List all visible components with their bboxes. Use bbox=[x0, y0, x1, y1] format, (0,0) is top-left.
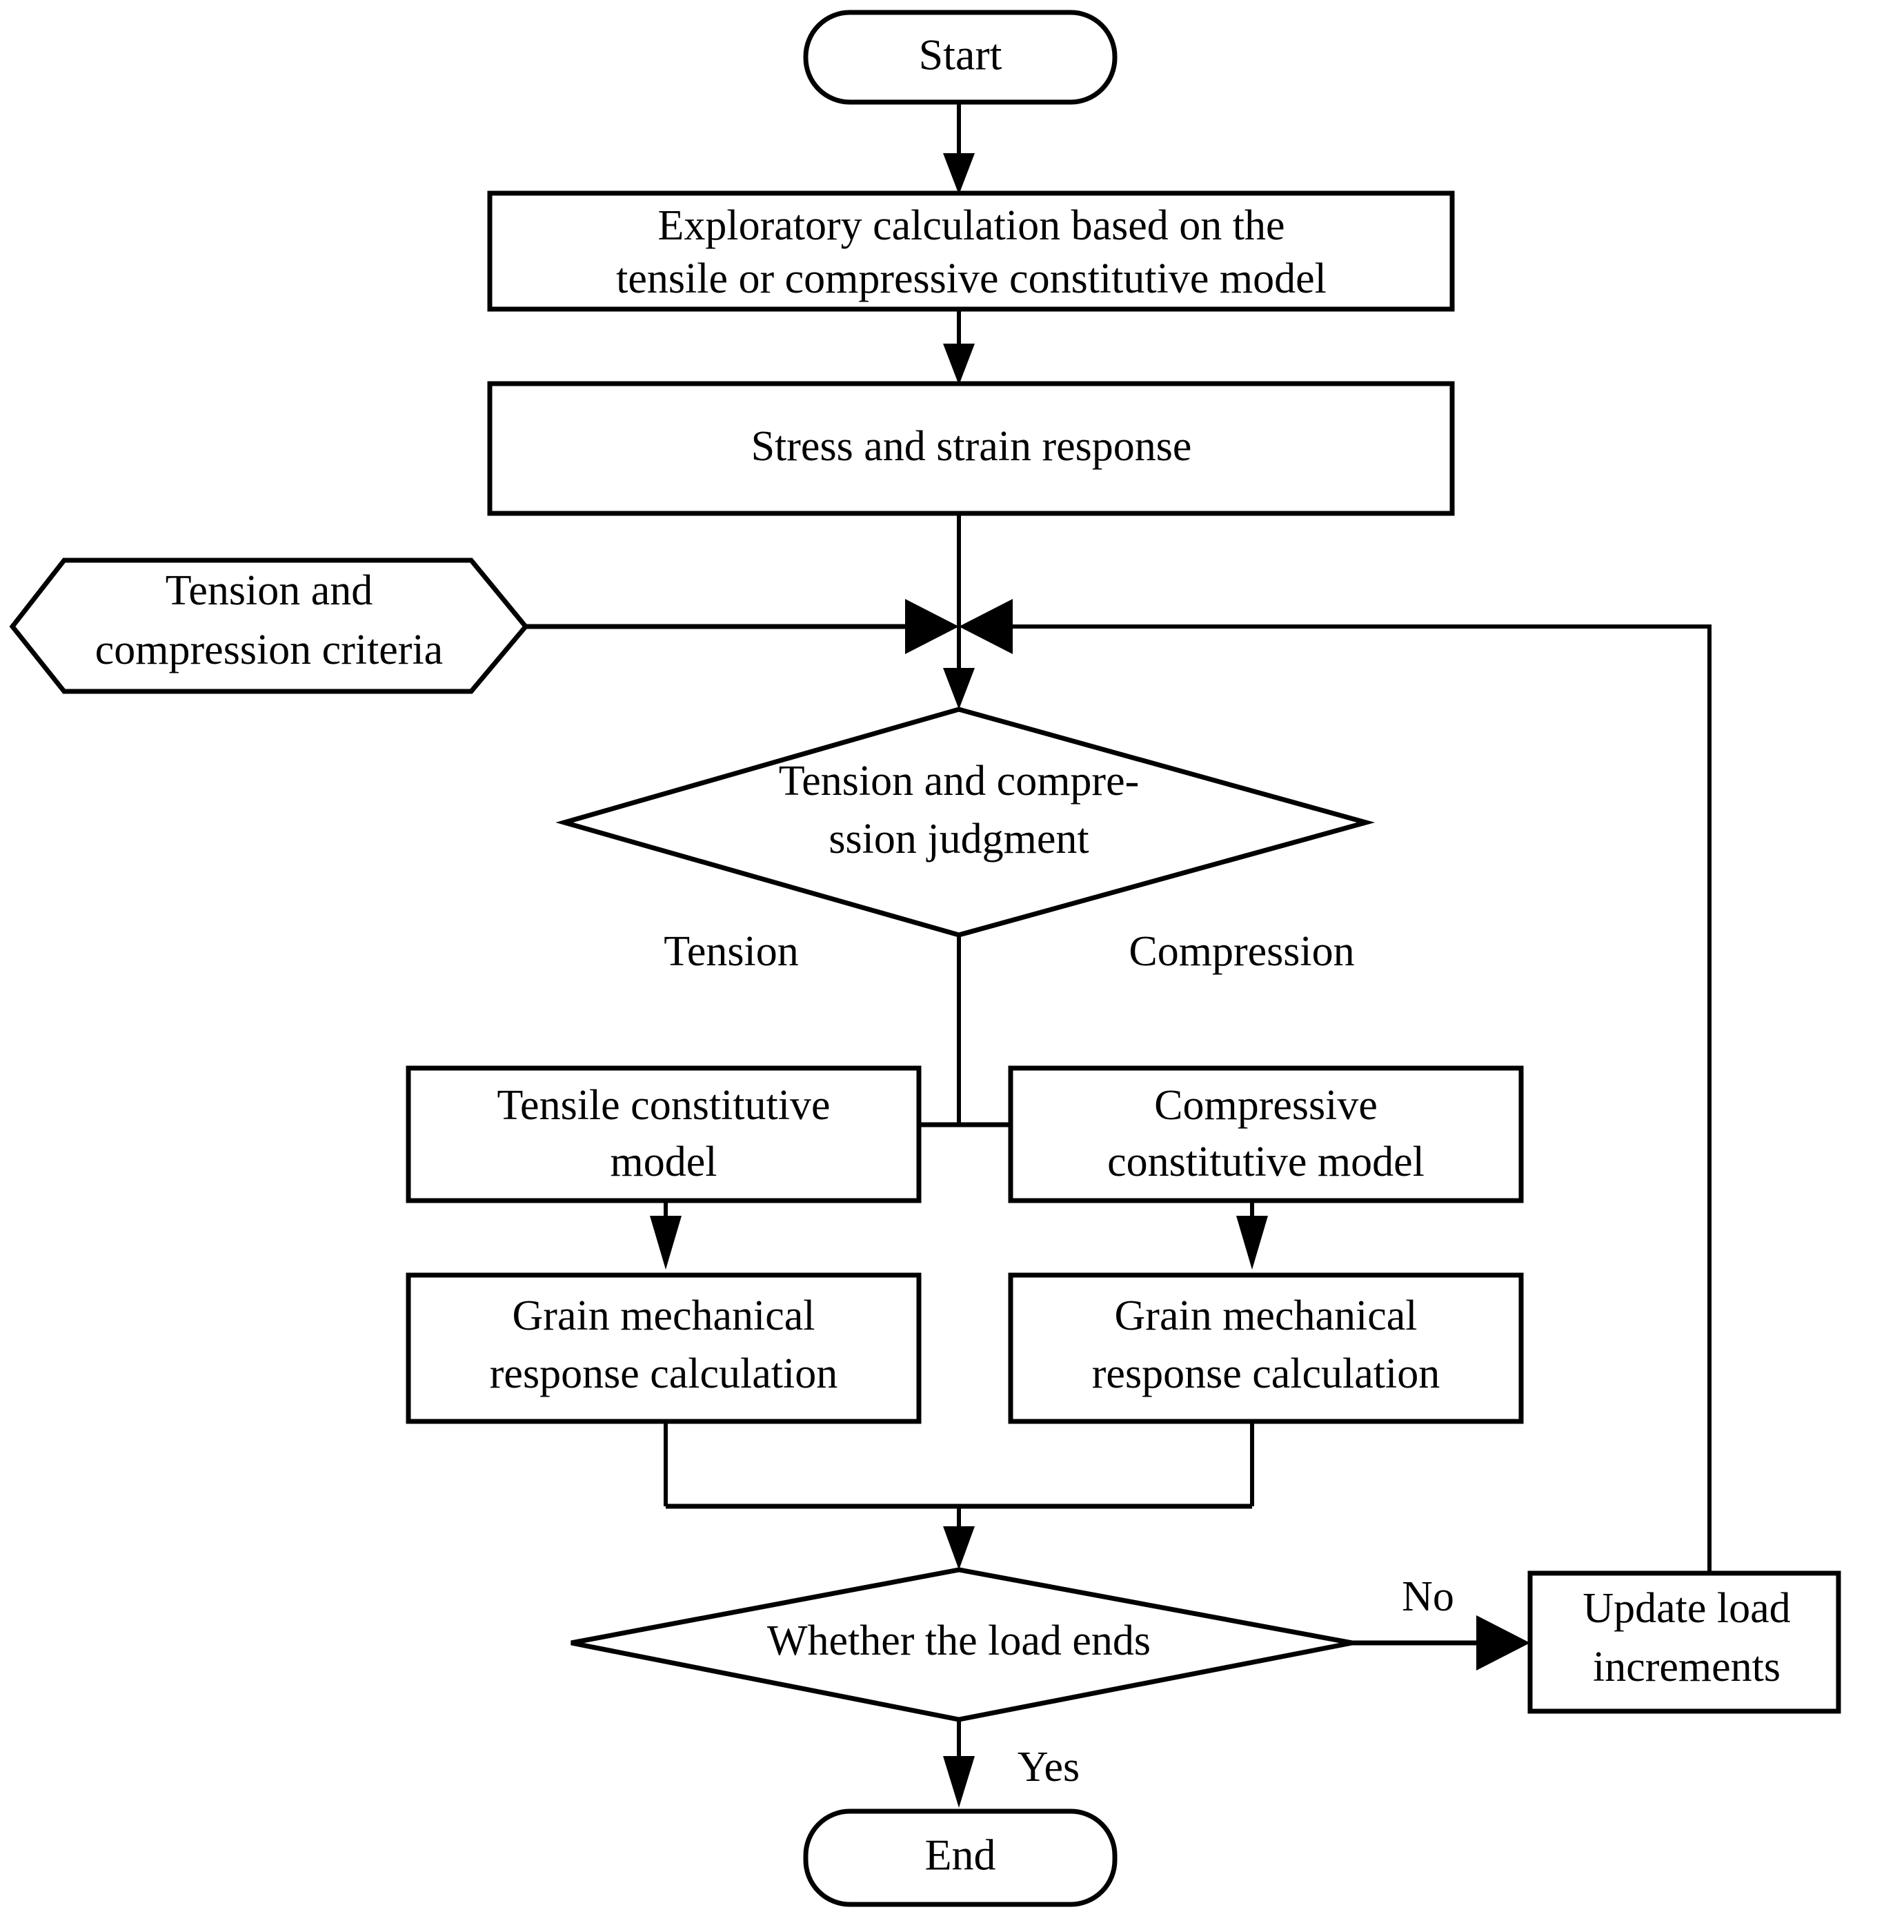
node-criteria-line2: compression criteria bbox=[95, 627, 443, 673]
node-stress-strain-label: Stress and strain response bbox=[751, 423, 1192, 470]
node-end-label: End bbox=[924, 1831, 995, 1880]
node-tensile-model-line1: Tensile constitutive bbox=[497, 1082, 831, 1129]
node-exploratory-line2: tensile or compressive constitutive mode… bbox=[616, 255, 1327, 302]
node-judgment-line1: Tension and compre- bbox=[779, 758, 1140, 805]
node-compressive-model-line2: constitutive model bbox=[1107, 1138, 1425, 1185]
edge-feedback-loop bbox=[959, 599, 1712, 1573]
edge-load-ends-yes-to-end bbox=[943, 1719, 975, 1808]
node-grain-left-line2: response calculation bbox=[490, 1350, 837, 1397]
node-update-load-increments[interactable]: Update load increments bbox=[1527, 1570, 1841, 1714]
edge-junction-to-judgment bbox=[943, 627, 975, 709]
edge-criteria-to-junction bbox=[526, 599, 959, 654]
node-tensile-model-line2: model bbox=[611, 1138, 717, 1185]
node-load-ends-label: Whether the load ends bbox=[767, 1617, 1151, 1664]
node-criteria-line1: Tension and bbox=[166, 567, 373, 614]
edge-exploratory-to-stress bbox=[943, 309, 975, 385]
edge-label-no: No bbox=[1402, 1573, 1454, 1620]
edge-label-yes: Yes bbox=[1018, 1744, 1080, 1791]
node-grain-mechanical-right[interactable]: Grain mechanical response calculation bbox=[1008, 1272, 1524, 1424]
node-grain-left-line1: Grain mechanical bbox=[513, 1292, 815, 1339]
node-end[interactable]: End bbox=[803, 1808, 1118, 1907]
edge-load-ends-no-to-update bbox=[1352, 1615, 1530, 1670]
node-start[interactable]: Start bbox=[803, 10, 1118, 105]
node-start-label: Start bbox=[919, 30, 1002, 79]
node-exploratory-calculation[interactable]: Exploratory calculation based on the ten… bbox=[487, 190, 1455, 312]
node-tension-compression-judgment[interactable]: Tension and compre- ssion judgment bbox=[555, 707, 1376, 938]
node-update-load-line1: Update load bbox=[1583, 1585, 1790, 1632]
node-tensile-constitutive-model[interactable]: Tensile constitutive model bbox=[406, 1065, 922, 1203]
node-exploratory-line1: Exploratory calculation based on the bbox=[657, 202, 1285, 249]
node-grain-mechanical-left[interactable]: Grain mechanical response calculation bbox=[406, 1272, 922, 1424]
node-tension-compression-criteria[interactable]: Tension and compression criteria bbox=[9, 558, 529, 694]
node-grain-right-line2: response calculation bbox=[1092, 1350, 1440, 1397]
node-judgment-line2: ssion judgment bbox=[829, 816, 1089, 862]
edge-compressive-to-grain-right bbox=[1236, 1197, 1268, 1270]
node-compressive-constitutive-model[interactable]: Compressive constitutive model bbox=[1008, 1065, 1524, 1203]
node-compressive-model-line1: Compressive bbox=[1154, 1082, 1378, 1129]
node-stress-strain-response[interactable]: Stress and strain response bbox=[487, 381, 1455, 516]
edge-start-to-exploratory bbox=[943, 102, 975, 195]
node-grain-right-line1: Grain mechanical bbox=[1115, 1292, 1418, 1339]
edge-label-tension: Tension bbox=[664, 928, 798, 975]
edge-label-compression: Compression bbox=[1129, 928, 1354, 975]
edge-grains-merge-to-load-ends bbox=[664, 1421, 1254, 1570]
node-update-load-line2: increments bbox=[1593, 1644, 1781, 1690]
node-whether-load-ends[interactable]: Whether the load ends bbox=[571, 1567, 1353, 1722]
